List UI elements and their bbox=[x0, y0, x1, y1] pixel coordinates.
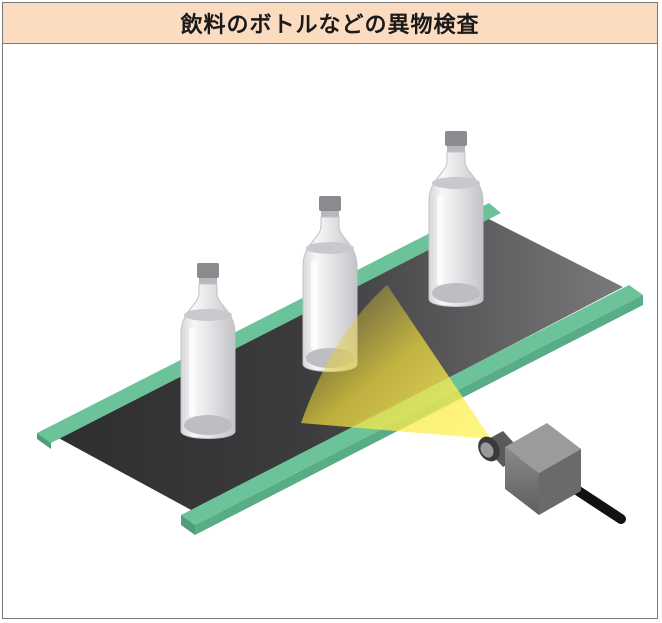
bottle-left bbox=[180, 263, 236, 439]
bottle-cap bbox=[197, 263, 219, 278]
camera-light-cone bbox=[301, 285, 491, 439]
inspection-camera bbox=[478, 423, 626, 524]
camera-body-side bbox=[539, 449, 581, 515]
bottle-right bbox=[428, 131, 484, 307]
bottle-middle bbox=[302, 196, 358, 372]
camera-body-top bbox=[505, 423, 581, 473]
diagram-title: 飲料のボトルなどの異物検査 bbox=[180, 13, 480, 38]
camera-body-front bbox=[505, 447, 539, 515]
conveyor-rail-back bbox=[37, 203, 501, 443]
inspection-illustration bbox=[37, 131, 643, 535]
title-bar: 飲料のボトルなどの異物検査 bbox=[3, 3, 657, 44]
bottle-cap bbox=[319, 196, 341, 211]
bottle-cap bbox=[445, 131, 467, 146]
